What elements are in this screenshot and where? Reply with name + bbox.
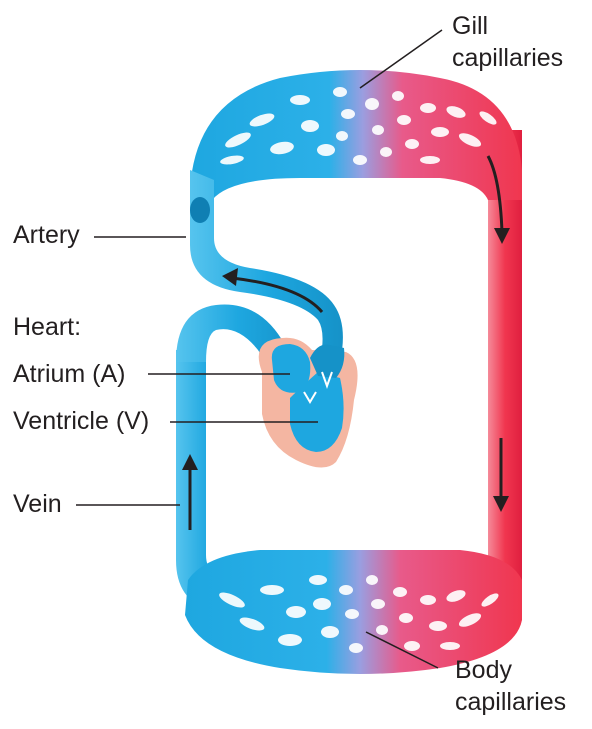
label-gill-capillaries-line1: Gill <box>452 12 489 40</box>
label-gill-capillaries-line2: capillaries <box>452 44 564 72</box>
gill-capillary-mesh <box>220 87 497 165</box>
arrow-artery-flow <box>231 276 324 313</box>
label-atrium: Atrium (A) <box>13 360 126 388</box>
label-body-capillaries-line1: Body <box>455 656 512 684</box>
label-body-capillaries-line2: capillaries <box>455 688 567 716</box>
leader-lines <box>76 29 443 669</box>
artery-vessel <box>190 170 343 362</box>
arrowhead-gill-right <box>494 228 510 244</box>
label-ventricle: Ventricle (V) <box>13 407 150 435</box>
artery-cut-end <box>190 197 210 223</box>
gill-capillary-bed <box>190 70 522 200</box>
arrowhead-vein-up <box>182 454 198 470</box>
vein-to-heart-vessel <box>176 304 300 394</box>
label-vein: Vein <box>13 490 62 518</box>
label-artery: Artery <box>13 221 80 249</box>
arrowheads <box>182 228 510 512</box>
arrow-gill-right-flow <box>486 155 504 233</box>
vein-vessel <box>176 350 240 612</box>
oxygenated-vessel <box>488 130 522 600</box>
heart-outflow <box>310 344 345 378</box>
label-heart: Heart: <box>13 313 82 341</box>
heart-valve <box>303 371 333 404</box>
leader-body <box>365 631 439 669</box>
arrowhead-artery <box>222 268 238 286</box>
heart-atrium <box>271 344 311 393</box>
leader-gill <box>359 29 443 89</box>
flow-arrows <box>188 155 504 530</box>
body-capillary-mesh <box>219 575 499 653</box>
arrowhead-oxygenated-down <box>493 496 509 512</box>
heart-ventricle <box>290 372 344 452</box>
